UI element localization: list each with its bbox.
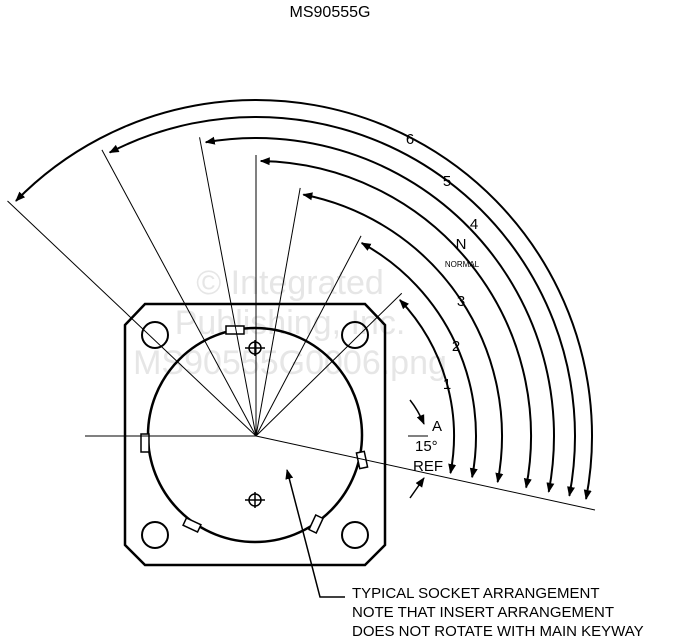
position-arc-2-lower xyxy=(454,342,478,479)
radial-line-2 xyxy=(255,235,362,437)
radial-line-7 xyxy=(7,200,257,437)
angle-arrow-bottom xyxy=(409,477,425,499)
note-line-2: NOTE THAT INSERT ARRANGEMENT xyxy=(352,604,614,621)
angle-value: 15° xyxy=(415,438,438,455)
reference-line xyxy=(255,435,596,511)
radial-line-1 xyxy=(255,292,403,437)
position-label-4: 4 xyxy=(470,216,478,233)
note-line-3: DOES NOT ROTATE WITH MAIN KEYWAY xyxy=(352,623,644,638)
radial-line-5 xyxy=(199,137,257,437)
position-arcs xyxy=(15,99,593,500)
mounting-holes xyxy=(141,321,369,549)
position-arc-6-upper xyxy=(108,116,449,183)
radial-line-3 xyxy=(255,187,301,437)
position-labels: 1 2 3 N NORMAL 4 5 6 xyxy=(406,131,480,393)
position-label-3: 3 xyxy=(457,293,465,310)
position-label-n: N xyxy=(456,236,467,253)
position-arc-1-upper xyxy=(399,299,448,382)
position-arc-7-lower xyxy=(412,138,593,500)
position-arc-2-upper xyxy=(360,242,457,344)
position-label-5: 5 xyxy=(443,173,451,190)
angle-arrow-top xyxy=(409,399,425,425)
radial-line-6 xyxy=(101,149,257,437)
position-arc-3-upper xyxy=(302,192,462,300)
position-arc-5-upper xyxy=(204,136,471,229)
position-arc-3-lower xyxy=(459,298,504,484)
radial-lines xyxy=(7,137,403,437)
watermark-line-3: MS90555G0006.png xyxy=(133,344,447,382)
position-arc-4-upper xyxy=(259,157,471,265)
position-label-1: 1 xyxy=(443,376,451,393)
position-arc-4-lower xyxy=(469,262,532,489)
flange-plate xyxy=(123,302,387,567)
angle-ref: REF xyxy=(413,458,443,475)
position-arc-7-upper xyxy=(15,99,414,202)
position-arc-6-lower xyxy=(447,180,576,497)
position-arc-1-lower xyxy=(445,380,457,475)
position-arc-5-lower xyxy=(468,227,555,493)
position-label-6: 6 xyxy=(406,131,414,148)
watermark: © Integrated Publishing, Inc. MS90555G00… xyxy=(133,264,447,382)
title: MS90555G xyxy=(290,4,371,21)
position-label-normal: NORMAL xyxy=(445,260,480,269)
note-leader xyxy=(285,469,345,598)
note-line-1: TYPICAL SOCKET ARRANGEMENT xyxy=(352,585,600,602)
angle-label: A xyxy=(432,418,442,435)
socket-holes xyxy=(245,340,265,508)
position-label-2: 2 xyxy=(452,338,460,355)
